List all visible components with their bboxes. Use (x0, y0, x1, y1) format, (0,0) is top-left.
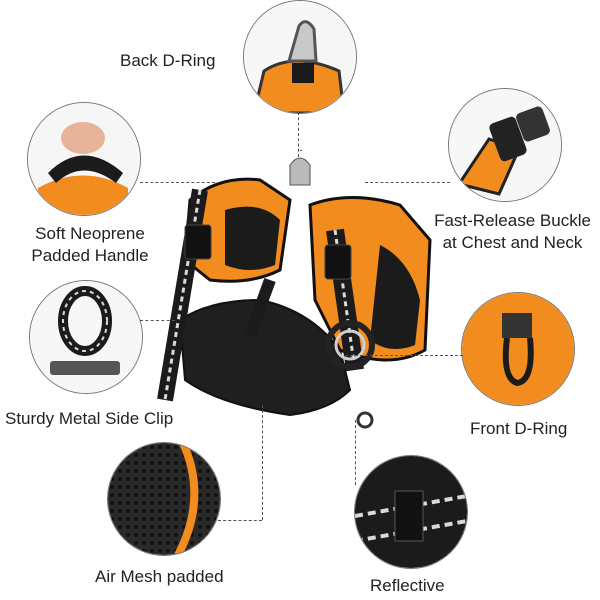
air-mesh-leader-vertical (262, 405, 263, 520)
side-clip-label: Sturdy Metal Side Clip (5, 409, 174, 428)
padded-handle-leader (140, 182, 215, 183)
front-d-ring-label: Front D-Ring (470, 419, 568, 438)
back-d-ring-leader-vertical (298, 112, 299, 157)
air-mesh-detail-image (107, 442, 221, 556)
side-clip-detail-image (29, 280, 143, 394)
buckle-label-line1: Fast-Release Buckle (434, 211, 591, 230)
front-d-ring-leader (345, 355, 463, 356)
front-d-ring-detail-image (461, 292, 575, 406)
air-mesh-leader (218, 520, 262, 521)
back-d-ring-label: Back D-Ring (120, 51, 216, 70)
back-d-ring-leader (300, 150, 302, 151)
harness-illustration (157, 157, 432, 429)
padded-handle-label: Soft Neoprene Padded Handle (15, 223, 165, 267)
buckle-leader (365, 182, 450, 183)
reflective-detail-image (354, 455, 468, 569)
buckle-label-line2: at Chest and Neck (442, 233, 583, 252)
buckle-label: Fast-Release Buckle at Chest and Neck (425, 210, 600, 254)
back-d-ring-detail-image (243, 0, 357, 114)
padded-handle-label-line1: Soft Neoprene (35, 224, 145, 243)
reflective-label: Reflective (370, 576, 445, 595)
padded-handle-label-line2: Padded Handle (31, 246, 149, 265)
air-mesh-label: Air Mesh padded (95, 567, 224, 586)
buckle-detail-image (448, 88, 562, 202)
side-clip-leader (140, 320, 175, 321)
padded-handle-detail-image (27, 102, 141, 216)
reflective-leader-vertical (355, 420, 356, 485)
